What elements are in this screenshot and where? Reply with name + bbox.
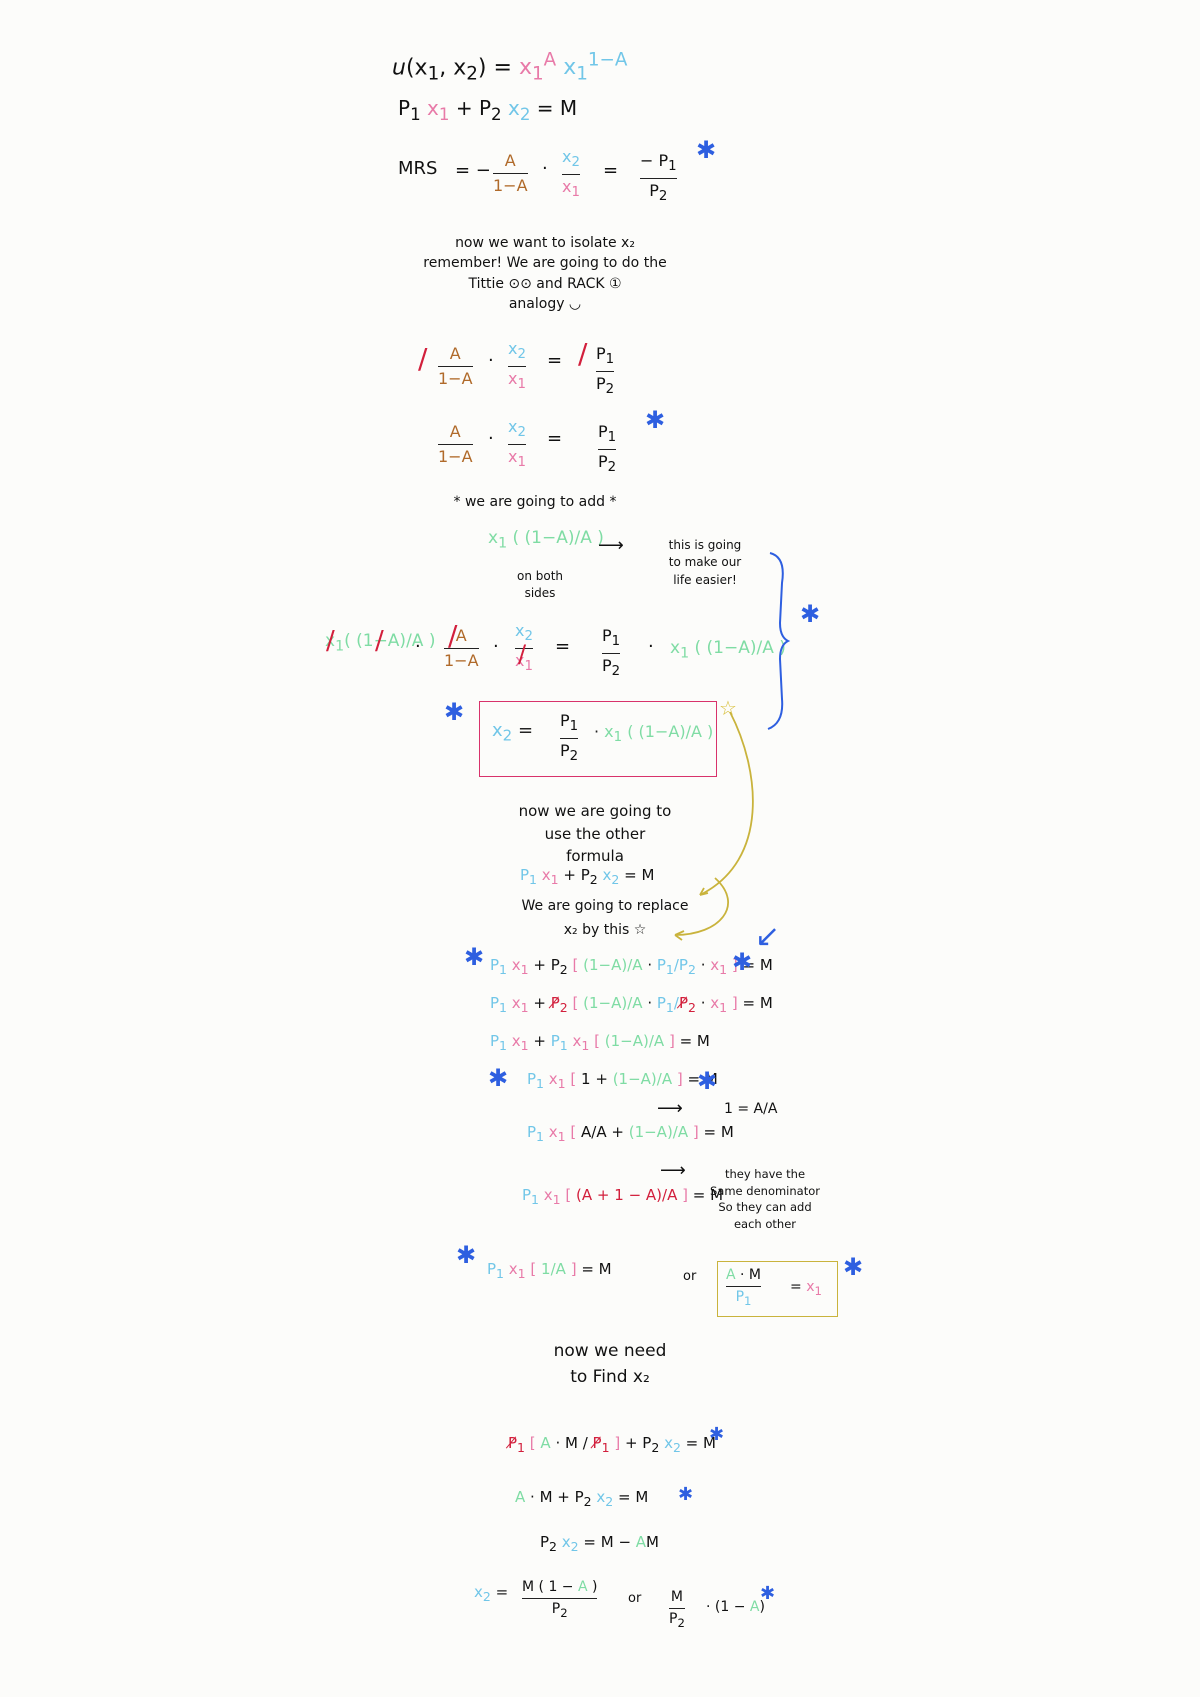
star-icon: ✱ [678, 1484, 694, 1505]
factored-line: P1 x1 [ 1 + (1−A)/A ] = M [527, 1070, 718, 1091]
subst-line-1: P1 x1 + P2 [ (1−A)/A · P1/P2 · x1 ] = M [490, 956, 773, 977]
subst-line-2: P1 x1 + P̸2 [ (1−A)/A · P1/P̸2 · x1 ] = … [490, 994, 773, 1015]
cross-dot-2: · [493, 636, 499, 657]
mrs-dot: · [542, 158, 548, 179]
or-label-2: or [628, 1591, 642, 1606]
star-icon: ✱ [732, 948, 753, 976]
star-icon: ✱ [464, 943, 485, 971]
final-x2-fraction: M ( 1 − A )P2 [522, 1579, 598, 1621]
strike-minus-right: / [578, 337, 588, 370]
strike-mark: / [326, 626, 335, 656]
x1-result-box [717, 1261, 838, 1317]
star-icon: ✱ [709, 1424, 725, 1445]
budget-constraint: P1 x1 + P2 x2 = M [398, 96, 578, 124]
note-both-sides: on both sides [516, 569, 564, 601]
mrs-label: MRS [398, 158, 438, 179]
note-add: * we are going to add * [453, 494, 617, 510]
note-easier: this is going to make our life easier! [668, 538, 742, 587]
star-icon: ✱ [696, 136, 717, 164]
star-icon: ✱ [800, 600, 821, 628]
arrow-right-icon: ⟶ [660, 1160, 686, 1181]
x1-result-rhs: = x1 [790, 1279, 822, 1298]
common-line: P1 x1 [ A/A + (1−A)/A ] = M [527, 1123, 734, 1144]
arrow-right-icon: ⟶ [598, 535, 624, 556]
note-isolate: now we want to isolate x₂ remember! We a… [423, 235, 667, 312]
crossed-multiplier: x1( (1−A)/A ) [325, 631, 436, 655]
note-replace: We are going to replace x₂ by this ☆ [521, 898, 689, 938]
step2-equals: = [547, 428, 563, 449]
x2-label: x2 = [492, 720, 534, 745]
p2x2-step: P2 x2 = M − AM [540, 1533, 659, 1554]
step1-equals: = [547, 350, 563, 371]
arrowhead [699, 887, 709, 896]
cross-dot: · [415, 636, 421, 657]
star-icon: ✱ [760, 1583, 776, 1604]
cross-multiplier-right: x1 ( (1−A)/A ) [670, 638, 786, 662]
step2-dot: · [488, 428, 494, 449]
star-icon: ✱ [697, 1067, 718, 1095]
final-x2-label: x2 = [474, 1583, 509, 1604]
strike-minus-left: / [418, 342, 428, 375]
am-step: A · M + P2 x2 = M [515, 1488, 649, 1509]
mrs-equals: = [603, 160, 619, 181]
final-alt-factor: · (1 − A) [706, 1599, 765, 1615]
arrow-right-icon: ⟶ [657, 1098, 683, 1119]
x2-multiplier: · x1 ( (1−A)/A ) [594, 722, 714, 746]
utility-function: u(x1, x2) = x1A x11−A [392, 50, 628, 85]
strike-mark: / [375, 626, 384, 656]
step1-dot: · [488, 350, 494, 371]
budget-again: P1 x1 + P2 x2 = M [520, 866, 655, 887]
reduced-line: P1 x1 [ 1/A ] = M [487, 1260, 612, 1281]
note-one-equals: 1 = A/A [724, 1101, 778, 1117]
star-outline-icon: ☆ [719, 696, 737, 720]
mrs-minus: = − [455, 160, 491, 181]
multiplier-term: x1 ( (1−A)/A ) [488, 528, 604, 552]
or-label: or [683, 1269, 697, 1284]
star-icon: ✱ [488, 1064, 509, 1092]
strike-mark: / [518, 640, 527, 668]
arrow-pointer-icon: ↙ [755, 919, 781, 954]
cross-equals: = [555, 636, 571, 657]
subst-line-3: P1 x1 + P1 x1 [ (1−A)/A ] = M [490, 1032, 710, 1053]
star-icon: ✱ [456, 1241, 477, 1269]
note-find-x2: now we need to Find x₂ [553, 1341, 667, 1388]
note-same-denominator: they have the Same denominator So they c… [710, 1167, 820, 1232]
star-icon: ✱ [444, 698, 465, 726]
star-icon: ✱ [843, 1253, 864, 1281]
substituted-x1: P̸1 [ A · M / P̸1 ] + P2 x2 = M [508, 1434, 716, 1455]
strike-mark: / [448, 619, 458, 652]
cancelled-line: P1 x1 [ (A + 1 − A)/A ] = M [522, 1186, 724, 1207]
star-icon: ✱ [645, 406, 666, 434]
note-other-formula: now we are going to use the other formul… [518, 802, 672, 865]
cross-dot-3: · [648, 636, 654, 657]
